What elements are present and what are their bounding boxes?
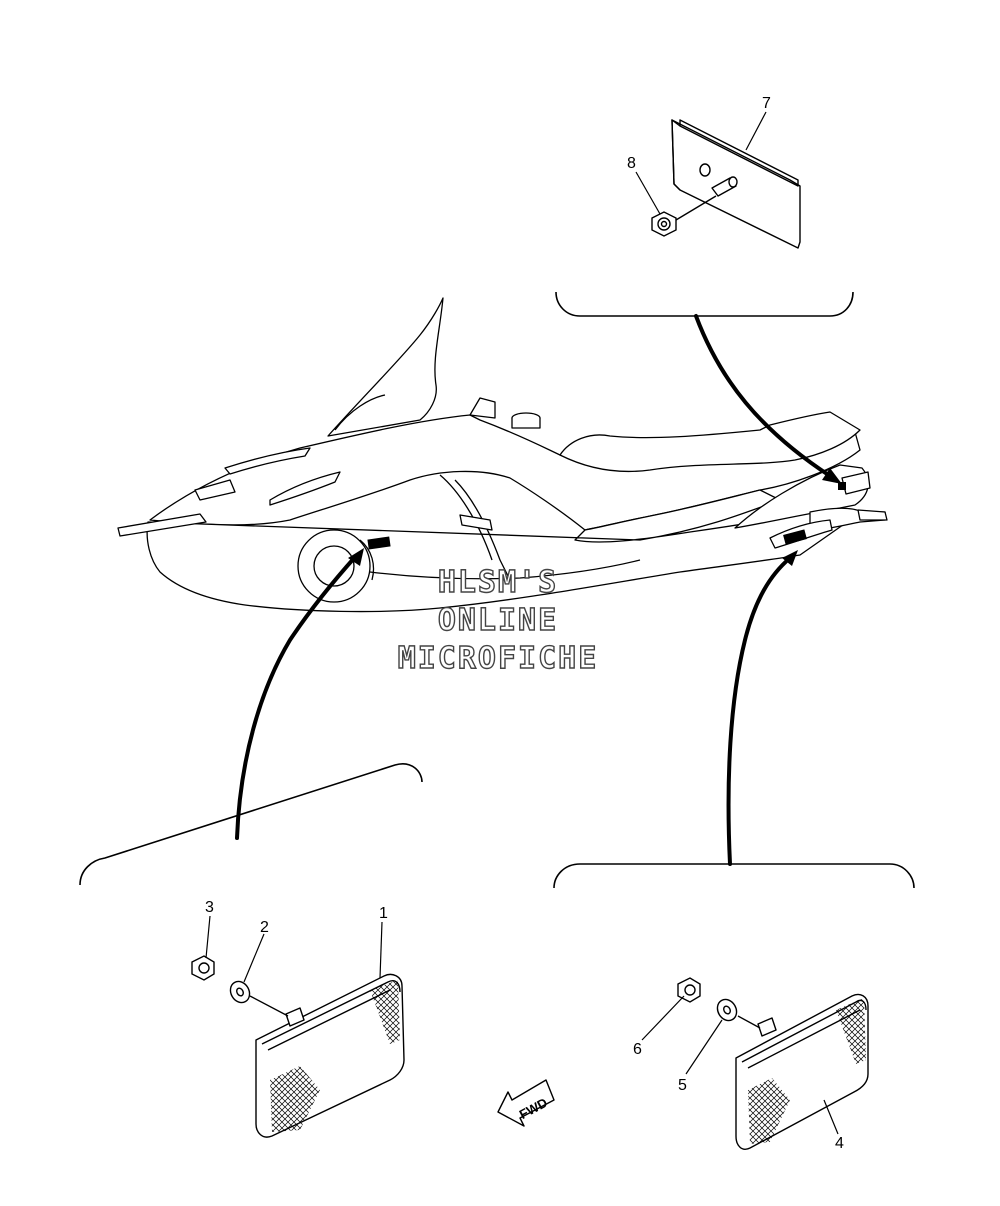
- part-5-washer: [716, 998, 738, 1022]
- windshield: [327, 297, 444, 437]
- callout-1: 1: [379, 905, 388, 922]
- part-4-reflector: [735, 993, 869, 1150]
- front-bumper: [117, 513, 207, 537]
- callout-2: 2: [260, 919, 269, 936]
- marker-rear-reflector: [783, 529, 807, 545]
- marker-front-reflector: [367, 536, 391, 550]
- part-2-washer: [229, 980, 251, 1004]
- leader-lines: [235, 314, 832, 866]
- callout-3: 3: [205, 899, 214, 916]
- drive-hub: [297, 529, 375, 603]
- right-detail-bracket: [553, 863, 915, 889]
- watermark-line-2: ONLINE: [438, 603, 558, 638]
- watermark-line-1: HLSM'S: [438, 565, 558, 600]
- callout-8: 8: [627, 155, 636, 172]
- panel-outlines: [79, 291, 915, 889]
- callout-leaders: [205, 111, 839, 1135]
- callout-6: 6: [633, 1041, 642, 1058]
- part-8-nut: [651, 211, 677, 237]
- part-3-nut: [191, 955, 215, 981]
- watermark: HLSM'S ONLINE MICROFICHE: [397, 564, 599, 676]
- callout-5: 5: [678, 1077, 687, 1094]
- fwd-arrow: FWD: [497, 1079, 555, 1127]
- callout-7: 7: [762, 95, 771, 112]
- part-1-stud-line: [249, 995, 289, 1017]
- part-4-stud-line: [737, 1015, 761, 1029]
- leader-arrowheads: [348, 468, 842, 566]
- seat: [559, 411, 861, 473]
- fwd-arrow-icon: [497, 1079, 555, 1127]
- part-7-plate: [671, 119, 801, 249]
- top-detail-bracket: [555, 291, 854, 317]
- left-detail-bracket: [79, 763, 423, 886]
- watermark-line-3: MICROFICHE: [398, 641, 599, 676]
- hood: [149, 414, 861, 531]
- marker-rear-plate: [838, 482, 846, 490]
- callout-4: 4: [835, 1135, 844, 1152]
- part-1-reflector: [255, 973, 405, 1138]
